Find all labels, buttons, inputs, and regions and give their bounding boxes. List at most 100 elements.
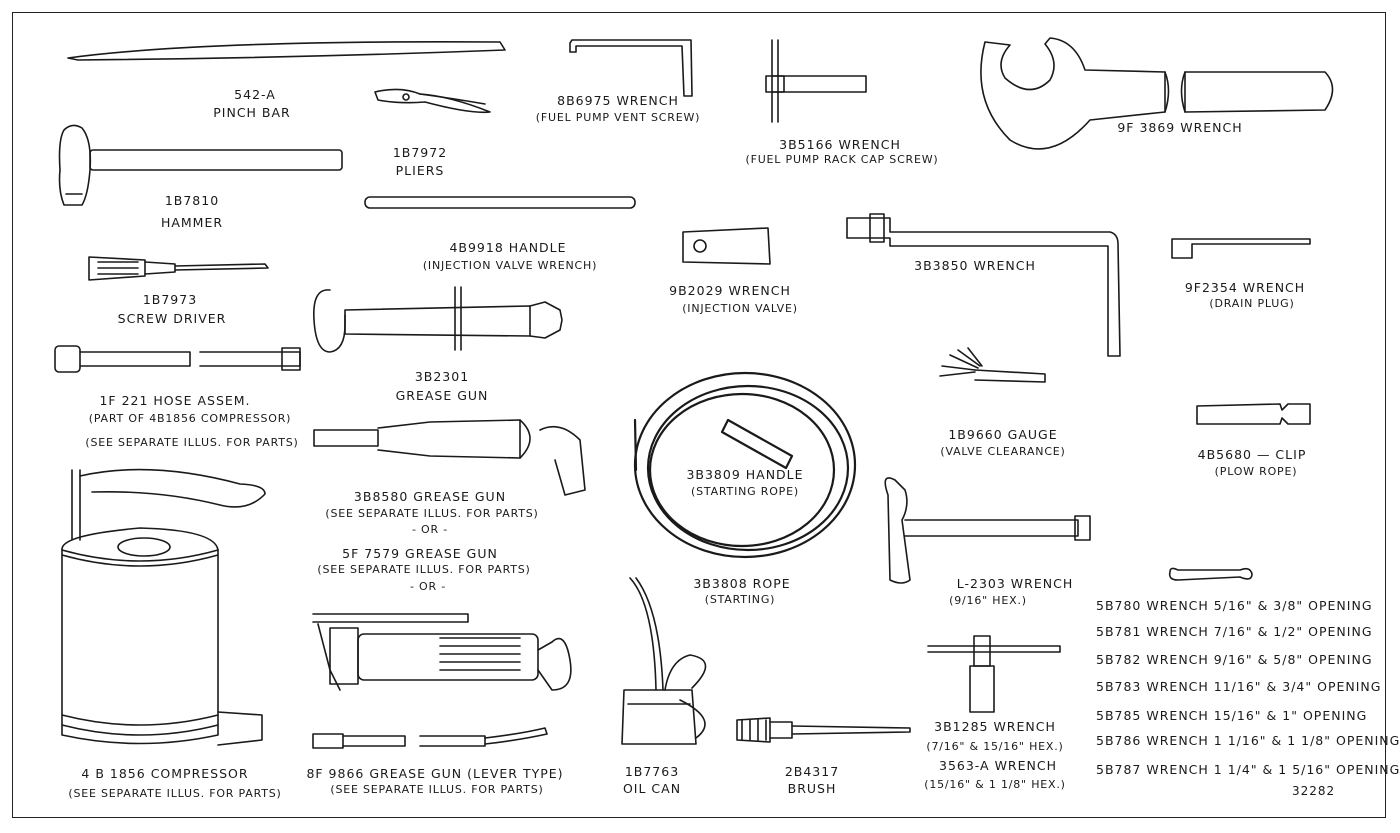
grease-gun-3b2301-drawing [313,286,563,353]
wrench-8b6975-drawing [569,39,693,97]
gauge-name: 1B9660 GAUGE [948,427,1058,442]
wrench-9b2029-note: (INJECTION VALVE) [682,302,798,315]
wrench-opening: OPENING [1302,708,1368,723]
rope-note: (STARTING) [704,593,776,606]
wrench-3b3850-drawing [846,213,1121,357]
wrench-sizes: 1 1/4" & 1 5/16" [1213,762,1332,777]
grease-gun-3b8580-name: 3B8580 GREASE GUN [353,489,507,504]
compressor-name: 4 B 1856 COMPRESSOR [81,766,249,781]
screwdriver-name: SCREW DRIVER [117,311,227,326]
hammer-number: 1B7810 [164,193,220,208]
wrench-number: 5B787 [1096,762,1142,777]
brush-name: BRUSH [787,781,837,796]
grease-gun-3b2301-name: GREASE GUN [395,388,489,403]
wrench-9f3869-drawing [980,37,1334,150]
wrench-sizes: 1 1/16" & 1 1/8" [1213,733,1332,748]
pliers-drawing [374,88,491,114]
wrench-3b3850-name: 3B3850 WRENCH [914,258,1036,273]
gauge-note: (VALVE CLEARANCE) [940,445,1066,458]
wrench-label: WRENCH [1146,652,1209,667]
open-end-wrench-row: 5B787 WRENCH 1 1/4" & 1 5/16" OPENING [1096,762,1400,777]
wrench-label: WRENCH [1146,624,1209,639]
wrench-9f2354-name: 9F2354 WRENCH [1184,280,1306,295]
oil-can-drawing [621,577,707,745]
open-end-wrench-row: 5B780 WRENCH 5/16" & 3/8" OPENING [1096,598,1373,613]
wrench-9b2029-drawing [682,227,771,265]
wrench-label: WRENCH [1146,708,1209,723]
wrench-8b6975-name: 8B6975 WRENCH [557,93,679,108]
grease-gun-5f7579-drawing [312,613,572,691]
wrench-9f2354-note: (DRAIN PLUG) [1209,297,1295,310]
wrench-9f3869-name: 9F 3869 WRENCH [1117,120,1243,135]
wrench-sizes: 9/16" & 5/8" [1213,652,1304,667]
wrench-sizes: 11/16" & 3/4" [1213,679,1313,694]
pliers-number: 1B7972 [392,145,448,160]
wrench-3563a-name: 3563-A WRENCH [939,758,1057,773]
screwdriver-number: 1B7973 [142,292,198,307]
wrench-number: 5B785 [1096,708,1142,723]
wrench-sizes: 15/16" & 1" [1213,708,1298,723]
wrench-number: 5B786 [1096,733,1142,748]
wrench-number: 5B782 [1096,652,1142,667]
handle-4b9918-note: (INJECTION VALVE WRENCH) [422,259,598,272]
starting-rope-drawing [633,371,857,559]
handle-4b9918-drawing [364,196,636,209]
wrench-label: WRENCH [1146,598,1209,613]
wrench-l2303-drawing [884,477,1091,584]
wrench-label: WRENCH [1146,679,1209,694]
open-end-wrench-row: 5B783 WRENCH 11/16" & 3/4" OPENING [1096,679,1381,694]
grease-gun-8f9866-drawing [312,727,548,749]
wrench-number: 5B783 [1096,679,1142,694]
grease-gun-3b8580-drawing [313,419,586,496]
wrench-3b5166-name: 3B5166 WRENCH [779,137,901,152]
wrench-3b1285-note: (7/16" & 15/16" HEX.) [926,740,1064,753]
grease-gun-8f9866-name: 8F 9866 GREASE GUN (LEVER TYPE) [306,766,564,781]
hammer-name: HAMMER [160,215,224,230]
wrench-9b2029-name: 9B2029 WRENCH [669,283,791,298]
wrench-3b5166-note: (FUEL PUMP RACK CAP SCREW) [745,153,939,166]
wrench-opening: OPENING [1308,652,1373,667]
grease-gun-5f7579-name: 5F 7579 GREASE GUN [342,546,498,561]
brush-drawing [736,717,911,743]
or-separator-2: - OR - [409,580,447,593]
handle-4b9918-name: 4B9918 HANDLE [449,240,567,255]
wrench-label: WRENCH [1146,733,1209,748]
wrench-8b6975-note: (FUEL PUMP VENT SCREW) [535,111,701,124]
clip-name: 4B5680 — CLIP [1197,447,1307,462]
oil-can-number: 1B7763 [624,764,680,779]
clip-drawing [1196,403,1311,425]
grease-gun-5f7579-note: (SEE SEPARATE ILLUS. FOR PARTS) [317,563,531,576]
wrench-3b5166-drawing [765,39,867,123]
hammer-drawing [58,124,343,206]
wrench-3563a-note: (15/16" & 1 1/8" HEX.) [924,778,1066,791]
hose-assembly-name: 1F 221 HOSE ASSEM. [99,393,251,408]
hose-assembly-note1: (PART OF 4B1856 COMPRESSOR) [88,412,292,425]
wrench-9f2354-drawing [1171,238,1311,259]
valve-gauge-drawing [939,347,1046,383]
wrench-3b1285-drawing [927,635,1061,713]
handle-3b3809-note: (STARTING ROPE) [691,485,799,498]
wrench-opening: OPENING [1317,679,1382,694]
wrench-opening: OPENING [1336,733,1400,748]
oil-can-name: OIL CAN [622,781,682,796]
screwdriver-drawing [88,256,269,281]
compressor-note: (SEE SEPARATE ILLUS. FOR PARTS) [68,787,282,800]
open-end-wrench-drawing [1168,567,1253,581]
grease-gun-3b2301-number: 3B2301 [414,369,470,384]
handle-3b3809-name: 3B3809 HANDLE [686,467,804,482]
or-separator-1: - OR - [411,523,449,536]
reference-number: 32282 [1292,784,1336,798]
open-end-wrench-row: 5B781 WRENCH 7/16" & 1/2" OPENING [1096,624,1373,639]
pliers-name: PLIERS [395,163,445,178]
wrench-l2303-name: L-2303 WRENCH [956,576,1074,591]
open-end-wrench-row: 5B785 WRENCH 15/16" & 1" OPENING [1096,708,1367,723]
clip-note: (PLOW ROPE) [1214,465,1298,478]
hose-assembly-drawing [54,345,301,373]
open-end-wrench-row: 5B786 WRENCH 1 1/16" & 1 1/8" OPENING [1096,733,1400,748]
wrench-opening: OPENING [1308,598,1373,613]
wrench-opening: OPENING [1308,624,1373,639]
rope-name: 3B3808 ROPE [693,576,791,591]
wrench-l2303-note: (9/16" HEX.) [949,594,1027,607]
hose-assembly-note2: (SEE SEPARATE ILLUS. FOR PARTS) [85,436,299,449]
brush-number: 2B4317 [784,764,840,779]
